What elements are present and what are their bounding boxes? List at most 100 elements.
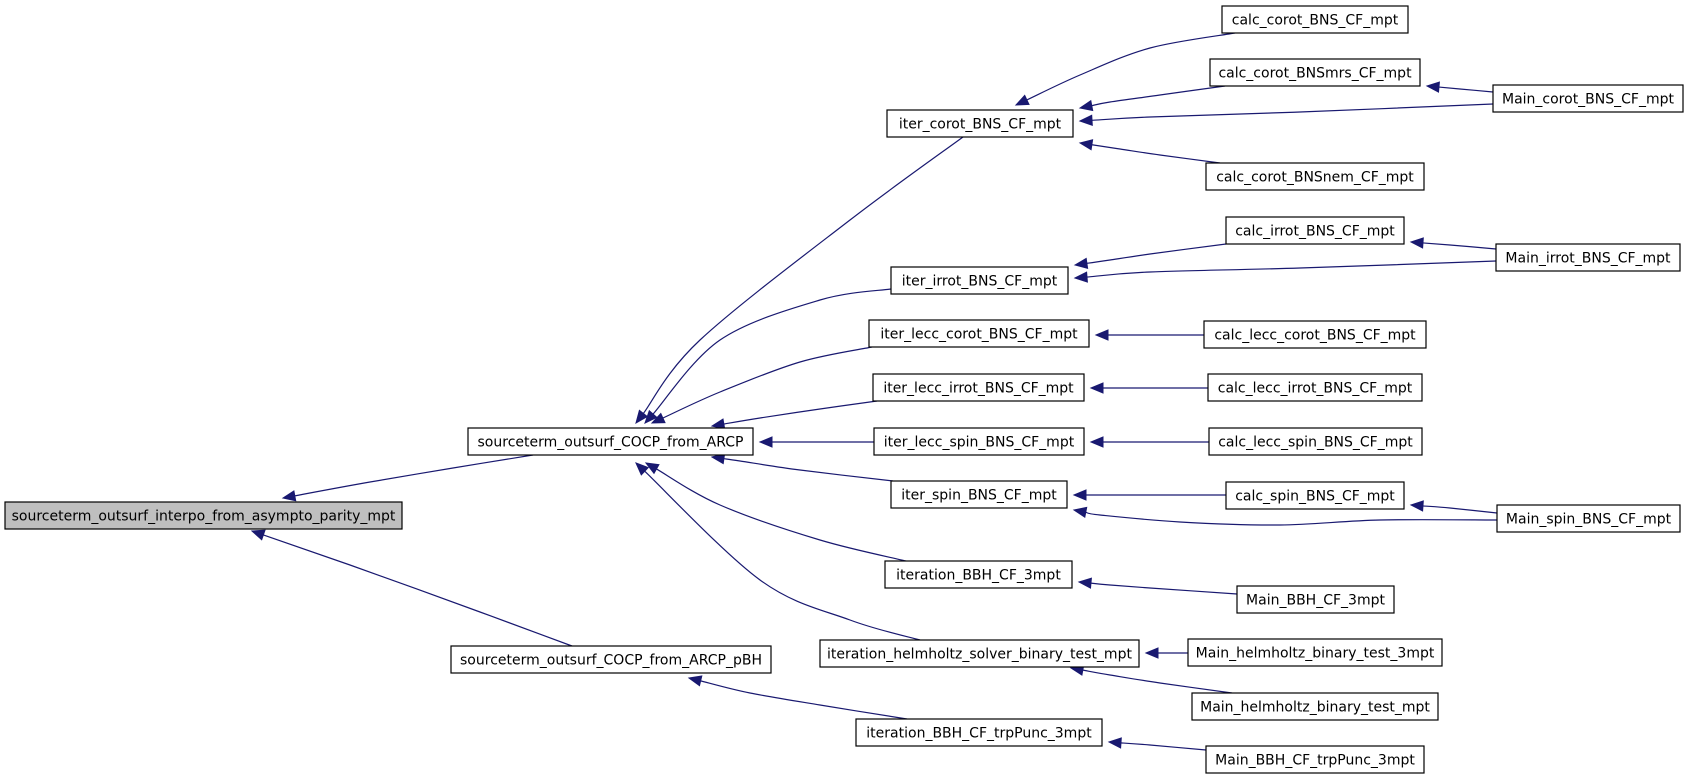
edge-n15-to-n13 [1425,81,1494,93]
node-box [1492,84,1684,113]
node-box [1203,320,1427,349]
arrowhead-icon [1077,577,1092,589]
arrowhead-icon [687,675,703,687]
edge-line [662,346,873,419]
node-iter-spin-bns-cf-mpt[interactable]: iter_spin_BNS_CF_mpt [890,480,1068,509]
node-sourceterm-outsurf-interpo-from-asympto-parity-mpt: sourceterm_outsurf_interpo_from_asympto_… [4,501,403,530]
node-iter-irrot-bns-cf-mpt[interactable]: iter_irrot_BNS_CF_mpt [890,266,1069,295]
node-sourceterm-outsurf-cocp-from-arcp-pbh[interactable]: sourceterm_outsurf_COCP_from_ARCP_pBH [450,645,772,674]
arrowhead-icon [250,529,266,541]
edge-line [1091,85,1226,107]
node-calc-irrot-bns-cf-mpt[interactable]: calc_irrot_BNS_CF_mpt [1225,216,1405,245]
node-box [450,645,772,674]
node-box [890,266,1069,295]
node-box [819,639,1140,668]
arrowhead-icon [1078,99,1094,112]
node-iter-lecc-corot-bns-cf-mpt[interactable]: iter_lecc_corot_BNS_CF_mpt [868,319,1090,348]
edge-line [1091,144,1221,164]
node-label: Main_helmholtz_binary_test_mpt [1200,700,1430,716]
node-main-spin-bns-cf-mpt[interactable]: Main_spin_BNS_CF_mpt [1496,504,1681,533]
node-label: iter_lecc_spin_BNS_CF_mpt [884,435,1075,451]
edge-line [1091,103,1494,121]
arrowhead-icon [644,409,658,424]
node-label: iter_spin_BNS_CF_mpt [901,488,1057,504]
node-label: iter_lecc_corot_BNS_CF_mpt [880,327,1078,343]
node-label: sourceterm_outsurf_COCP_from_ARCP [478,435,744,451]
node-box [1209,58,1421,87]
node-label: Main_BBH_CF_3mpt [1246,593,1385,609]
node-box [1225,216,1405,245]
edge-n1-to-n0 [281,454,534,502]
node-iteration-bbh-cf-trppunc-3mpt[interactable]: iteration_BBH_CF_trpPunc_3mpt [855,718,1103,747]
node-label: Main_corot_BNS_CF_mpt [1502,92,1675,108]
node-calc-lecc-corot-bns-cf-mpt[interactable]: calc_lecc_corot_BNS_CF_mpt [1203,320,1427,349]
edge-line [1422,505,1498,514]
node-box [1207,373,1423,402]
node-iteration-helmholtz-solver-binary-test-mpt[interactable]: iteration_helmholtz_solver_binary_test_m… [819,639,1140,668]
edge-n17-to-n16 [1409,237,1497,250]
node-box [855,718,1103,747]
edge-line [1086,260,1497,278]
edge-n9-to-n1 [644,462,907,562]
node-sourceterm-outsurf-cocp-from-arcp[interactable]: sourceterm_outsurf_COCP_from_ARCP [467,427,754,456]
arrowhead-icon [1073,257,1089,269]
edge-n18-to-n5 [1094,329,1204,341]
arrowhead-icon [281,490,297,502]
node-main-corot-bns-cf-mpt[interactable]: Main_corot_BNS_CF_mpt [1492,84,1684,113]
node-label: Main_BBH_CF_trpPunc_3mpt [1215,753,1415,769]
node-label: sourceterm_outsurf_interpo_from_asympto_… [12,509,396,525]
edge-line [263,534,573,647]
arrowhead-icon [758,436,773,448]
edge-n15-to-n3 [1078,103,1494,127]
node-main-helmholtz-binary-test-mpt[interactable]: Main_helmholtz_binary_test_mpt [1191,692,1439,721]
node-box [1191,692,1439,721]
edge-line [1422,242,1497,250]
node-label: sourceterm_outsurf_COCP_from_ARCP_pBH [460,653,762,669]
node-main-bbh-cf-trppunc-3mpt[interactable]: Main_BBH_CF_trpPunc_3mpt [1205,745,1425,774]
node-main-bbh-cf-3mpt[interactable]: Main_BBH_CF_3mpt [1236,585,1395,614]
node-calc-corot-bnsnem-cf-mpt[interactable]: calc_corot_BNSnem_CF_mpt [1205,162,1425,191]
arrowhead-icon [1089,382,1104,394]
edge-n17-to-n4 [1073,260,1497,283]
node-box [873,427,1085,456]
node-main-helmholtz-binary-test-3mpt[interactable]: Main_helmholtz_binary_test_3mpt [1187,638,1443,667]
node-box [1221,5,1409,34]
node-iter-corot-bns-cf-mpt[interactable]: iter_corot_BNS_CF_mpt [886,109,1074,138]
node-label: iteration_helmholtz_solver_binary_test_m… [827,647,1132,663]
edge-n20-to-n7 [1089,436,1209,448]
arrowhead-icon [635,462,650,476]
node-calc-corot-bns-cf-mpt[interactable]: calc_corot_BNS_CF_mpt [1221,5,1409,34]
node-iteration-bbh-cf-3mpt[interactable]: iteration_BBH_CF_3mpt [884,560,1073,589]
arrowhead-icon [1073,271,1088,283]
edge-n11-to-n2 [687,675,908,720]
node-box [1205,162,1425,191]
node-box [1205,745,1425,774]
edge-n10-to-n1 [635,462,921,641]
node-box [1495,243,1681,272]
node-calc-corot-bnsmrs-cf-mpt[interactable]: calc_corot_BNSmrs_CF_mpt [1209,58,1421,87]
node-label: calc_spin_BNS_CF_mpt [1235,489,1395,505]
arrowhead-icon [1072,489,1087,501]
node-box [1187,638,1443,667]
edge-n2-to-n0 [250,529,573,647]
node-box [872,373,1085,402]
node-calc-spin-bns-cf-mpt[interactable]: calc_spin_BNS_CF_mpt [1225,481,1405,510]
edge-n22-to-n21 [1409,500,1498,514]
node-box [884,560,1073,589]
node-main-irrot-bns-cf-mpt[interactable]: Main_irrot_BNS_CF_mpt [1495,243,1681,272]
node-box [467,427,754,456]
edge-line [1082,669,1233,694]
edge-line [723,400,878,425]
node-calc-lecc-irrot-bns-cf-mpt[interactable]: calc_lecc_irrot_BNS_CF_mpt [1207,373,1423,402]
edge-n6-to-n1 [710,400,878,430]
node-iter-lecc-irrot-bns-cf-mpt[interactable]: iter_lecc_irrot_BNS_CF_mpt [872,373,1085,402]
node-calc-lecc-spin-bns-cf-mpt[interactable]: calc_lecc_spin_BNS_CF_mpt [1208,427,1423,456]
node-label: calc_lecc_spin_BNS_CF_mpt [1218,435,1413,451]
arrowhead-icon [1409,500,1424,512]
node-box [1208,427,1423,456]
node-box [1496,504,1681,533]
node-box [1236,585,1395,614]
node-iter-lecc-spin-bns-cf-mpt[interactable]: iter_lecc_spin_BNS_CF_mpt [873,427,1085,456]
edges-layer [250,32,1498,751]
